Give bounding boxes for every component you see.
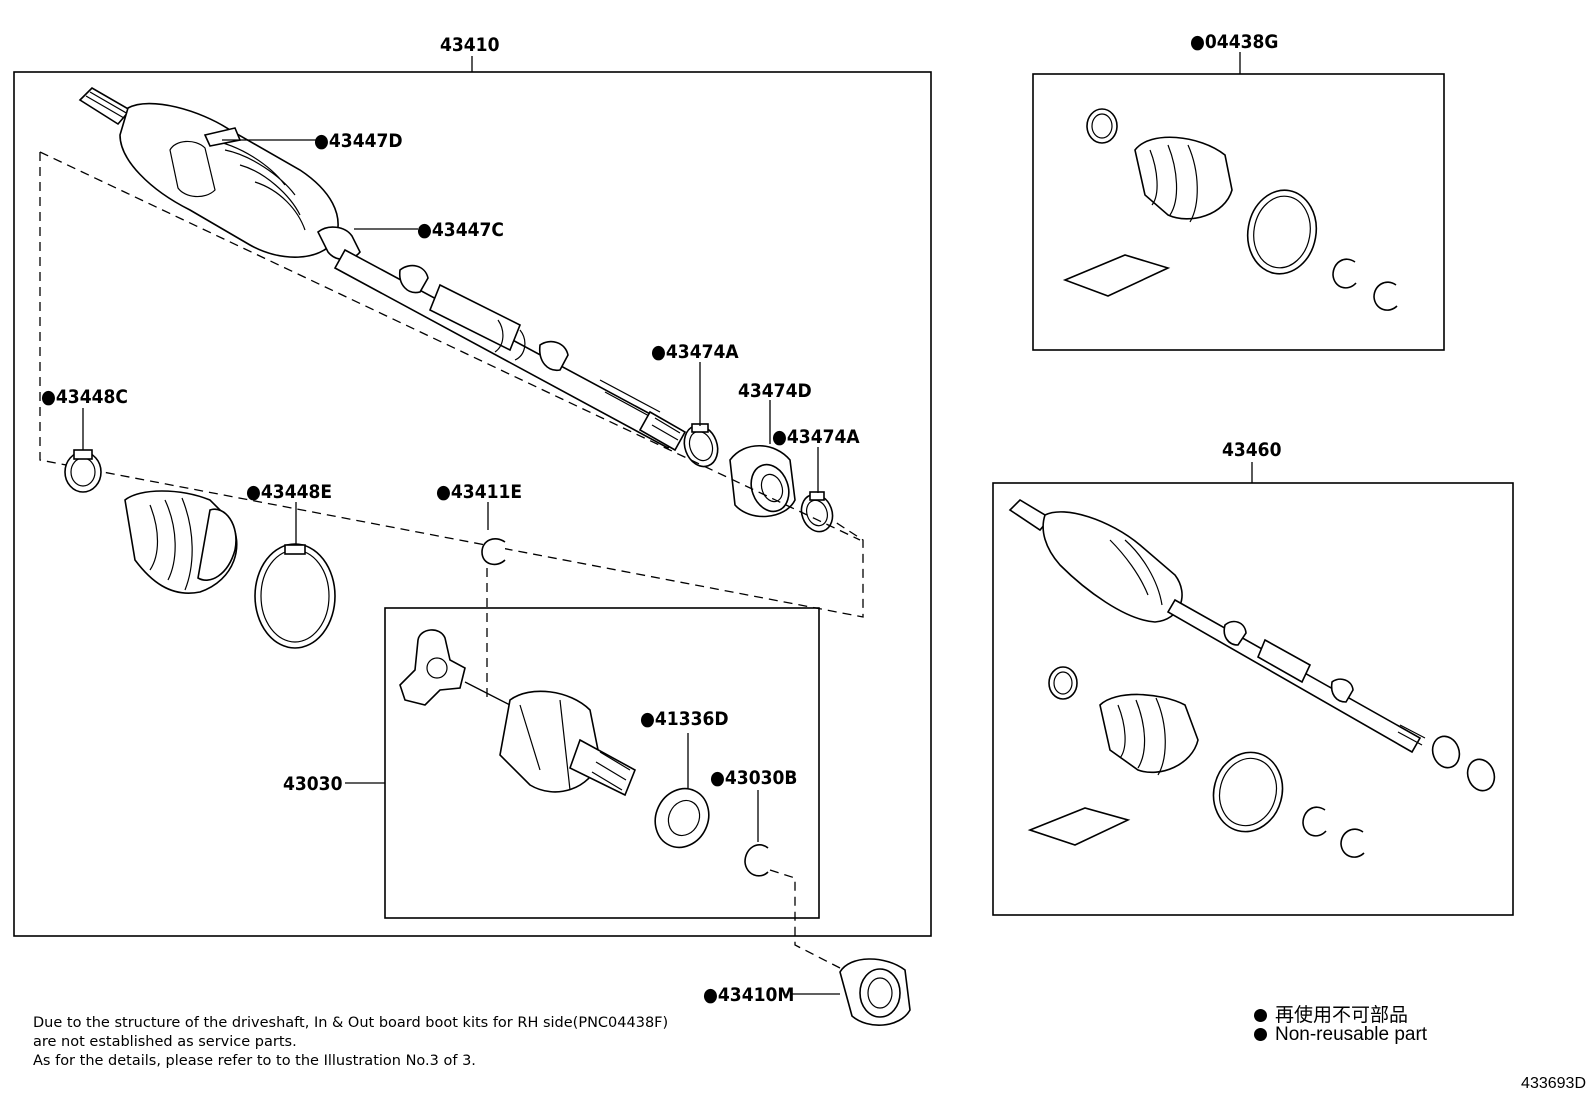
damper-43474D-illustration bbox=[729, 445, 796, 518]
boot-kit-04438G-frame bbox=[1032, 73, 1445, 351]
clamp-43474A-illustration bbox=[683, 423, 719, 468]
assembly-43410: 43410 bbox=[13, 34, 932, 937]
boot-kit-dashed-outline bbox=[39, 152, 864, 618]
assembly-43460-frame bbox=[992, 482, 1514, 916]
joint-43030-frame bbox=[384, 607, 820, 919]
boot-kit-04438G: ●04438G bbox=[1032, 31, 1445, 351]
legend-en-text: Non-reusable part bbox=[1275, 1024, 1428, 1045]
label-43474A: ●43474A bbox=[651, 341, 739, 363]
label-43410M: ●43410M bbox=[703, 984, 794, 1006]
bullet-icon bbox=[1254, 1009, 1267, 1022]
legend-jp-text: 再使用不可部品 bbox=[1275, 1005, 1409, 1026]
label-04438G: ●04438G bbox=[1190, 31, 1278, 53]
legend-jp: 再使用不可部品 bbox=[1254, 1000, 1408, 1027]
driveshaft-illustration bbox=[78, 86, 687, 452]
snap-ring-43411E-illustration bbox=[481, 538, 506, 566]
label-43474A-2: ●43474A bbox=[772, 426, 860, 448]
figure-number: 433693D bbox=[1521, 1075, 1586, 1092]
label-41336D: ●41336D bbox=[640, 708, 729, 730]
bullet-icon bbox=[1254, 1028, 1267, 1041]
label-43448E: ●43448E bbox=[246, 481, 332, 503]
inner-boot-illustration bbox=[124, 490, 238, 594]
label-43030: 43030 bbox=[283, 773, 343, 795]
joint-43030-group: 43030 ●41336D ●43030B bbox=[283, 607, 820, 919]
note-line-2: are not established as service parts. bbox=[33, 1034, 297, 1050]
label-43030B: ●43030B bbox=[710, 767, 797, 789]
label-43474D: 43474D bbox=[738, 380, 812, 402]
label-43410: 43410 bbox=[440, 34, 500, 56]
note-line-1: Due to the structure of the driveshaft, … bbox=[33, 1015, 669, 1031]
clamp-43448C-illustration bbox=[64, 449, 102, 493]
bearing-43410M-illustration: ●43410M bbox=[703, 958, 911, 1026]
note-line-3: As for the details, please refer to to t… bbox=[33, 1053, 476, 1069]
label-43447C: ●43447C bbox=[417, 219, 504, 241]
label-43447D: ●43447D bbox=[314, 130, 403, 152]
label-43460: 43460 bbox=[1222, 439, 1282, 461]
label-43411E: ●43411E bbox=[436, 481, 522, 503]
ring-43030B-illustration bbox=[744, 844, 769, 877]
clamp-43474A-2-illustration bbox=[800, 491, 834, 533]
label-43448C: ●43448C bbox=[41, 386, 128, 408]
assembly-43460: 43460 bbox=[992, 439, 1514, 916]
legend-en: Non-reusable part bbox=[1254, 1024, 1427, 1046]
band-43448E-illustration bbox=[254, 543, 336, 649]
